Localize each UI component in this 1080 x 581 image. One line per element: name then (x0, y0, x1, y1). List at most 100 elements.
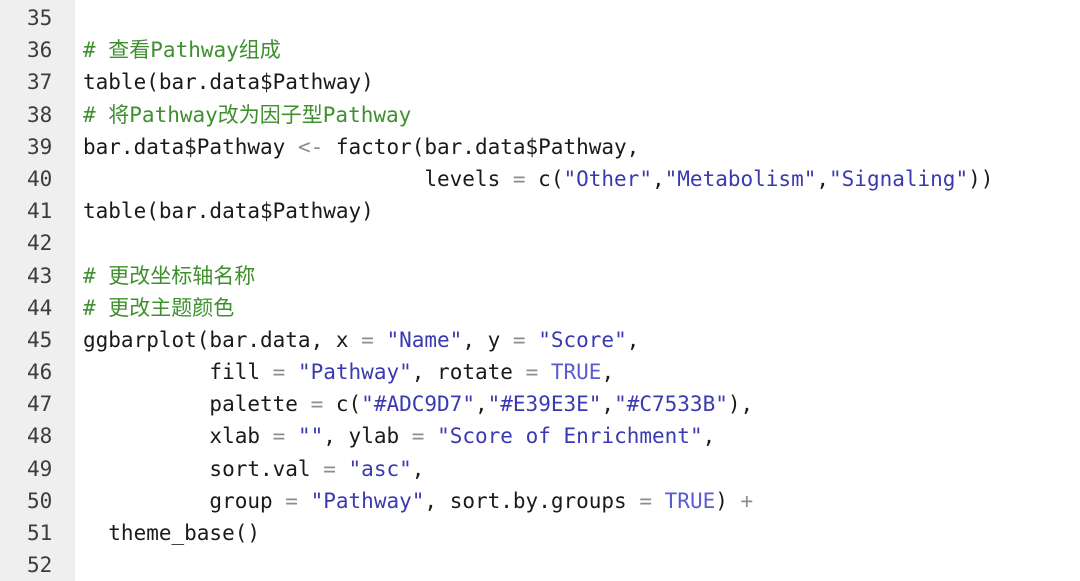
line-number: 46 (27, 360, 53, 385)
code-token-plain (526, 328, 539, 352)
code-token-plain (424, 424, 437, 448)
code-token-const: TRUE (664, 488, 716, 513)
code-token-op: = (525, 360, 539, 385)
code-line[interactable]: palette = c("#ADC9D7","#E39E3E","#C7533B… (83, 388, 1080, 420)
line-number: 37 (27, 70, 53, 95)
code-token-op: = (323, 456, 336, 481)
code-line[interactable]: levels = c("Other","Metabolism","Signali… (83, 163, 1080, 195)
code-line[interactable] (83, 2, 1080, 34)
code-token-plain: , rotate (411, 360, 526, 385)
code-token-op: = (361, 327, 374, 352)
code-token-plain: sort.val (83, 456, 324, 481)
code-token-string: "Metabolism" (664, 166, 817, 191)
code-token-plain: , (626, 327, 640, 352)
code-token-plain: , (601, 360, 615, 385)
code-token-string: "Name" (386, 327, 463, 352)
code-token-op: + (740, 488, 754, 513)
code-token-string: "#ADC9D7" (361, 392, 475, 417)
code-token-comment: # 更改主题颜色 (83, 295, 235, 320)
code-token-plain (652, 489, 665, 513)
line-number: 36 (27, 38, 53, 63)
line-number: 47 (27, 392, 53, 417)
code-line[interactable]: # 将Pathway改为因子型Pathway (83, 99, 1080, 131)
code-token-plain: , (411, 456, 425, 481)
code-token-plain: xlab (83, 424, 273, 449)
code-line[interactable]: fill = "Pathway", rotate = TRUE, (83, 356, 1080, 388)
line-number: 40 (27, 166, 53, 191)
line-number: 44 (27, 295, 53, 320)
code-token-plain (538, 360, 551, 384)
code-token-plain: palette (83, 392, 311, 417)
code-token-plain (285, 424, 298, 448)
code-line[interactable]: # 更改主题颜色 (83, 292, 1080, 324)
line-number: 42 (27, 231, 53, 256)
code-token-plain: , (816, 166, 830, 191)
code-token-plain: c( (525, 166, 564, 191)
code-line[interactable]: group = "Pathway", sort.by.groups = TRUE… (83, 485, 1080, 517)
code-token-plain: group (83, 488, 286, 513)
code-token-string: "#C7533B" (614, 392, 728, 417)
code-token-plain: bar.data$Pathway (83, 134, 298, 159)
code-token-op: = (639, 488, 652, 513)
code-token-plain: , (474, 392, 488, 417)
code-token-op: = (310, 392, 324, 417)
code-line[interactable]: ggbarplot(bar.data, x = "Name", y = "Sco… (83, 324, 1080, 356)
code-line[interactable] (83, 227, 1080, 259)
code-line[interactable]: theme_base() (83, 517, 1080, 549)
line-number: 38 (27, 102, 53, 127)
code-token-plain: , y (462, 327, 513, 352)
code-line[interactable]: sort.val = "asc", (83, 453, 1080, 485)
code-token-op: = (272, 360, 286, 385)
code-token-op: = (285, 488, 298, 513)
code-token-plain (298, 489, 311, 513)
code-token-string: "Score" (538, 327, 627, 352)
code-token-plain: ggbarplot(bar.data, x (83, 327, 362, 352)
code-token-string: "Other" (563, 166, 652, 191)
code-token-plain (374, 328, 387, 352)
code-line[interactable]: bar.data$Pathway <- factor(bar.data$Path… (83, 131, 1080, 163)
line-number: 43 (27, 263, 53, 288)
line-number: 35 (27, 6, 53, 30)
code-token-string: "Pathway" (310, 488, 425, 513)
code-token-plain (285, 360, 298, 384)
code-token-plain: c( (323, 392, 362, 417)
code-line[interactable]: table(bar.data$Pathway) (83, 195, 1080, 227)
code-token-plain: )) (968, 166, 994, 191)
line-number: 51 (27, 521, 53, 545)
code-token-string: "Pathway" (297, 360, 412, 385)
code-token-op: = (512, 166, 526, 191)
code-token-plain (336, 457, 349, 481)
code-token-op: = (272, 424, 286, 449)
line-number: 45 (27, 327, 53, 352)
line-number: 49 (27, 456, 53, 481)
code-token-plain: factor(bar.data$Pathway, (323, 134, 640, 159)
code-token-plain: ) (715, 488, 741, 513)
code-token-plain: fill (83, 360, 273, 385)
code-line[interactable] (83, 549, 1080, 581)
code-token-plain: , (651, 166, 665, 191)
code-line[interactable]: xlab = "", ylab = "Score of Enrichment", (83, 420, 1080, 452)
code-token-plain: ), (727, 392, 754, 417)
code-token-plain: , (601, 392, 615, 417)
code-line[interactable]: # 查看Pathway组成 (83, 34, 1080, 66)
code-line[interactable]: table(bar.data$Pathway) (83, 66, 1080, 98)
code-token-plain: table(bar.data$Pathway) (83, 199, 374, 224)
code-token-op: = (411, 424, 425, 449)
line-number: 41 (27, 199, 53, 224)
code-line[interactable]: # 更改坐标轴名称 (83, 260, 1080, 292)
code-token-plain: , sort.by.groups (424, 488, 640, 513)
line-number: 50 (27, 488, 53, 513)
code-token-comment: # 将Pathway改为因子型Pathway (83, 102, 412, 127)
code-token-string: "Score of Enrichment" (437, 424, 703, 449)
code-token-string: "#E39E3E" (487, 392, 602, 417)
code-token-plain: theme_base() (83, 521, 261, 545)
code-token-plain: levels (83, 166, 513, 191)
code-token-op: <- (297, 134, 324, 159)
code-token-string: "asc" (348, 456, 412, 481)
code-token-string: "Signaling" (829, 166, 969, 191)
code-token-op: = (512, 327, 526, 352)
code-token-comment: # 更改坐标轴名称 (83, 263, 256, 288)
